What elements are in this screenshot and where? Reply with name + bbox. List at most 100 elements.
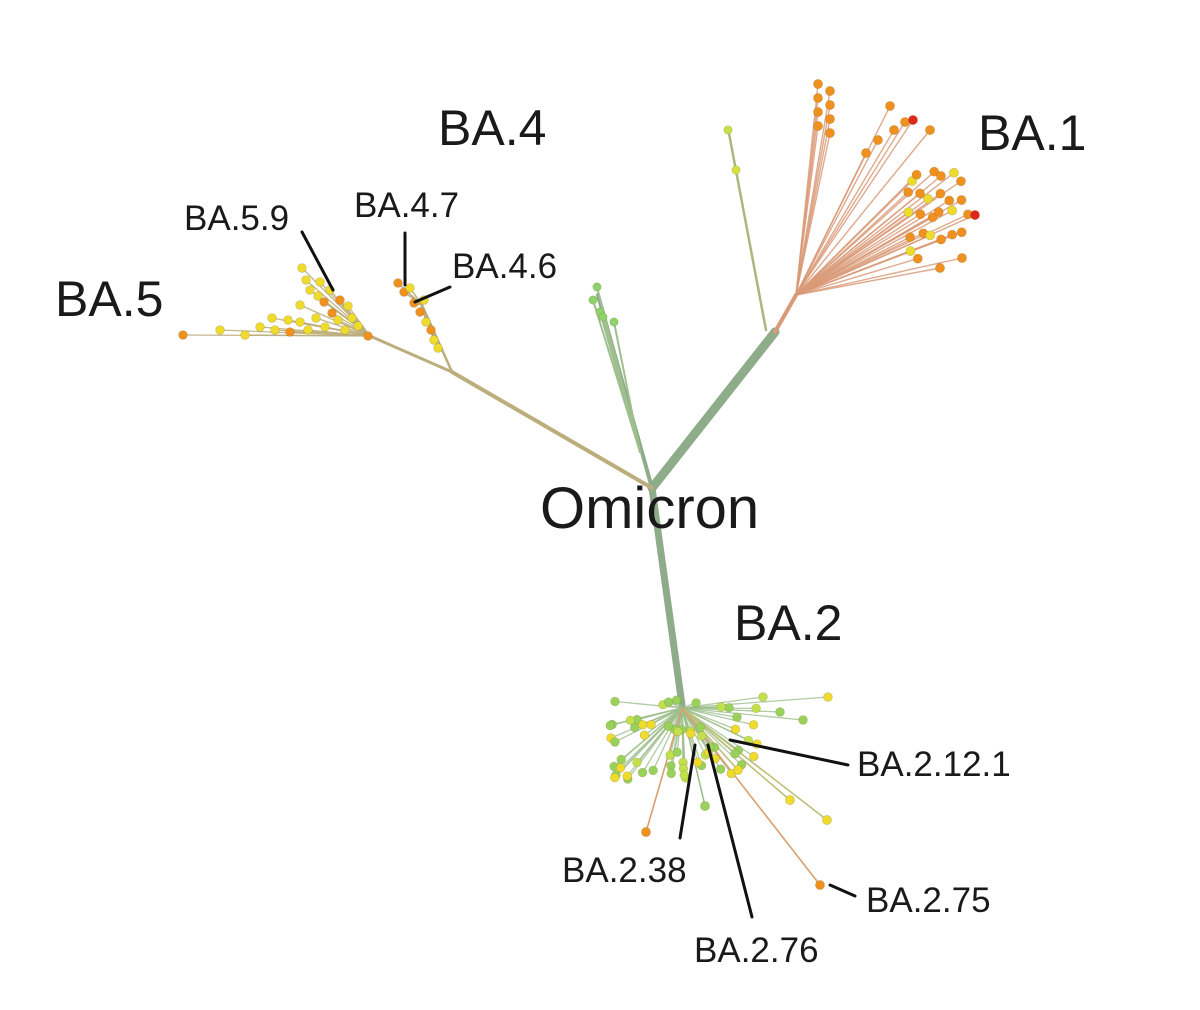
ba1-tip-node — [947, 205, 958, 216]
ba1-tip-branch — [795, 209, 953, 296]
ba1-tip-branch — [795, 125, 819, 296]
ba2-tip-branch — [614, 700, 683, 709]
ba2-tip-node — [730, 749, 740, 759]
ba1-tip-node — [885, 101, 895, 111]
ba1-tip-node — [933, 207, 944, 217]
ba5-tip-branch — [347, 305, 371, 337]
ba1-tip-node — [911, 169, 922, 180]
ba5-tip-node — [319, 297, 329, 307]
ba1-tip-node — [947, 229, 958, 240]
ba2-tip-node — [616, 754, 626, 765]
ba2-tip-node — [679, 770, 689, 780]
ba5-tip-node — [343, 301, 353, 311]
ba1-tip-node — [825, 114, 835, 124]
ba2-tip-node — [749, 751, 759, 762]
leader-line-ba2-38 — [678, 743, 697, 840]
ba2-tip-branch — [641, 707, 683, 774]
ba2-tip-node — [695, 722, 706, 733]
ba1-tip-branch — [795, 172, 955, 296]
ba2-tip-node — [639, 730, 650, 740]
ba1-tip-branch — [795, 257, 963, 296]
ba2-tip-node — [637, 720, 648, 730]
ba1-tip-branch — [795, 121, 906, 296]
ba1-tip-node — [861, 148, 871, 158]
ba1-tip-node — [935, 263, 945, 273]
ba2-tip-branch — [681, 707, 737, 730]
ba1-tip-node — [903, 187, 914, 198]
ba1-tip-branch — [795, 213, 922, 296]
ba4-tip-node — [426, 325, 436, 335]
ba2-long-tip-node — [785, 795, 795, 805]
ba1-tip-branch — [795, 257, 919, 296]
ba1-tip-node — [873, 135, 883, 145]
ba2-tip-node — [775, 707, 785, 717]
sublineage-label-ba5-9: BA.5.9 — [184, 199, 289, 238]
small-clade-tip-node — [592, 282, 602, 292]
ba5-tip-node — [347, 313, 357, 323]
ba4-tip-node — [393, 278, 403, 288]
small-clade-tip-node — [609, 317, 619, 327]
ba2-tip-node — [693, 757, 703, 768]
ba1-tip-node — [912, 253, 923, 264]
ba5-tip-node — [240, 330, 250, 340]
ba5-tip-branch — [307, 329, 371, 337]
ba4-tip-node — [433, 343, 443, 353]
ba2-long-tip-node — [733, 765, 743, 775]
ba2-long-tip-node — [822, 815, 832, 825]
ba1-side-branch — [726, 126, 768, 332]
ba2-tip-node — [685, 728, 696, 739]
ba2-tip-node — [622, 771, 632, 781]
sublineage-label-ba4-6: BA.4.6 — [452, 247, 557, 286]
ba1-tip-branch — [795, 139, 879, 296]
ba5-tip-node — [335, 295, 345, 305]
ba1-tip-node — [925, 230, 936, 241]
ba1-side-tip-node — [723, 125, 733, 135]
ba1-tip-node — [813, 93, 823, 103]
ba2-tip-node — [666, 768, 676, 779]
ba5-tip-node — [283, 315, 293, 325]
ba5-tip-node — [313, 291, 323, 301]
ba5-tip-node — [215, 325, 225, 335]
ba2-long-tip-node — [815, 880, 825, 890]
ba2-tip-branch — [643, 707, 683, 736]
ba5-tip-node — [315, 277, 325, 287]
ba1-tip-branch — [795, 129, 895, 296]
ba2-tip-node — [663, 697, 674, 707]
sublineage-label-ba4-7: BA.4.7 — [354, 186, 459, 225]
ba2-tip-node — [672, 747, 682, 757]
clade-label-ba5: BA.5 — [55, 271, 163, 327]
ba2-tip-node — [663, 721, 674, 731]
ba5-tip-node — [267, 313, 277, 323]
ba5-tip-node — [270, 325, 280, 335]
ba5-tip-node — [327, 308, 337, 318]
ba2-tip-node — [730, 724, 741, 734]
ba5-tip-node — [363, 331, 373, 341]
ba1-tip-node — [956, 176, 966, 187]
ba5-tip-branch — [244, 334, 371, 337]
ba1-tip-branch — [795, 119, 914, 296]
ba2-long-branch — [681, 707, 739, 771]
ba2-tip-node — [625, 715, 636, 726]
ba2-tip-node — [637, 767, 648, 778]
ba2-tip-node — [610, 772, 620, 783]
ba2-tip-node — [716, 702, 726, 712]
ba5-tip-node — [295, 300, 305, 310]
ba2-tip-node — [798, 715, 808, 725]
ba5-tip-node — [255, 322, 265, 332]
ba2-tip-branch — [619, 707, 683, 769]
ba1-tip-node — [944, 195, 955, 206]
trunk-branch-ba2 — [648, 484, 686, 709]
ba1-tip-node — [936, 171, 946, 181]
ba2-tip-branch — [652, 707, 683, 772]
ba2-tip-branch — [681, 707, 750, 742]
ba1-tip-node — [956, 227, 967, 238]
ba1-tip-node — [936, 234, 947, 245]
ba5-stem — [368, 334, 454, 374]
ba5-tip-node — [178, 330, 188, 340]
leader-line-ba2-76 — [706, 743, 754, 919]
ba5-tip-node — [353, 321, 363, 331]
leader-line-ba5-9 — [300, 230, 335, 292]
sublineage-label-ba2-76: BA.2.76 — [694, 931, 819, 970]
ba2-tip-node — [610, 696, 620, 707]
ba1-tip-node — [825, 100, 835, 110]
